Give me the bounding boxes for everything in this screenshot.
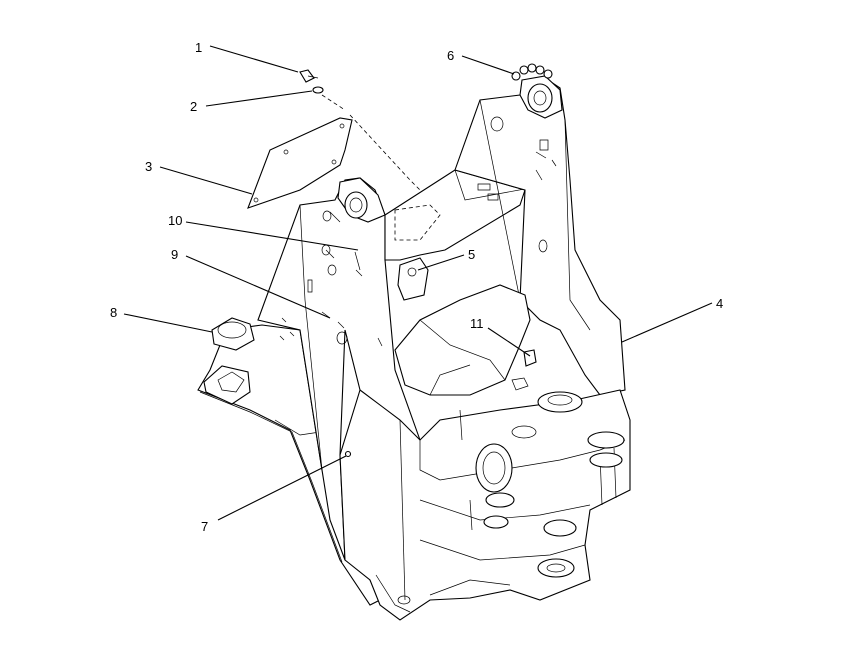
leader-6 <box>461 55 515 75</box>
leader-7 <box>217 455 347 521</box>
leader-8 <box>123 313 213 333</box>
center-saddle <box>394 284 531 396</box>
bracket-8 <box>211 317 255 351</box>
callout-8: 8 <box>110 305 117 320</box>
washer-2 <box>312 86 324 94</box>
leader-1 <box>209 45 299 73</box>
leader-3 <box>159 166 253 195</box>
callout-7: 7 <box>201 519 208 534</box>
leader-2 <box>205 90 313 107</box>
bolt-group-6 <box>511 63 553 81</box>
pin-11 <box>523 349 537 367</box>
leader-lines <box>123 45 713 521</box>
callout-6: 6 <box>447 48 454 63</box>
assembly-line <box>321 94 421 191</box>
fitting-7 <box>344 450 352 458</box>
bolt-1 <box>299 69 315 83</box>
callout-9: 9 <box>171 247 178 262</box>
callout-2: 2 <box>190 99 197 114</box>
leader-11 <box>487 327 531 357</box>
callout-5: 5 <box>468 247 475 262</box>
leader-4 <box>621 302 713 343</box>
callout-3: 3 <box>145 159 152 174</box>
callout-11: 11 <box>470 316 484 331</box>
callout-labels: 1 2 3 4 5 6 7 8 9 10 11 <box>110 40 723 534</box>
callout-1: 1 <box>195 40 202 55</box>
front-frame-drawing <box>197 63 631 621</box>
pivot-boss-upper-right <box>537 391 583 413</box>
callout-10: 10 <box>168 213 182 228</box>
cover-plate-3 <box>247 117 353 209</box>
callout-4: 4 <box>716 296 723 311</box>
tube-bore <box>475 443 513 493</box>
exploded-parts <box>247 69 421 209</box>
leader-5 <box>417 254 465 271</box>
lower-body <box>339 389 631 621</box>
leader-10 <box>185 221 359 251</box>
leader-9 <box>185 255 331 319</box>
bracket-5 <box>397 257 429 301</box>
